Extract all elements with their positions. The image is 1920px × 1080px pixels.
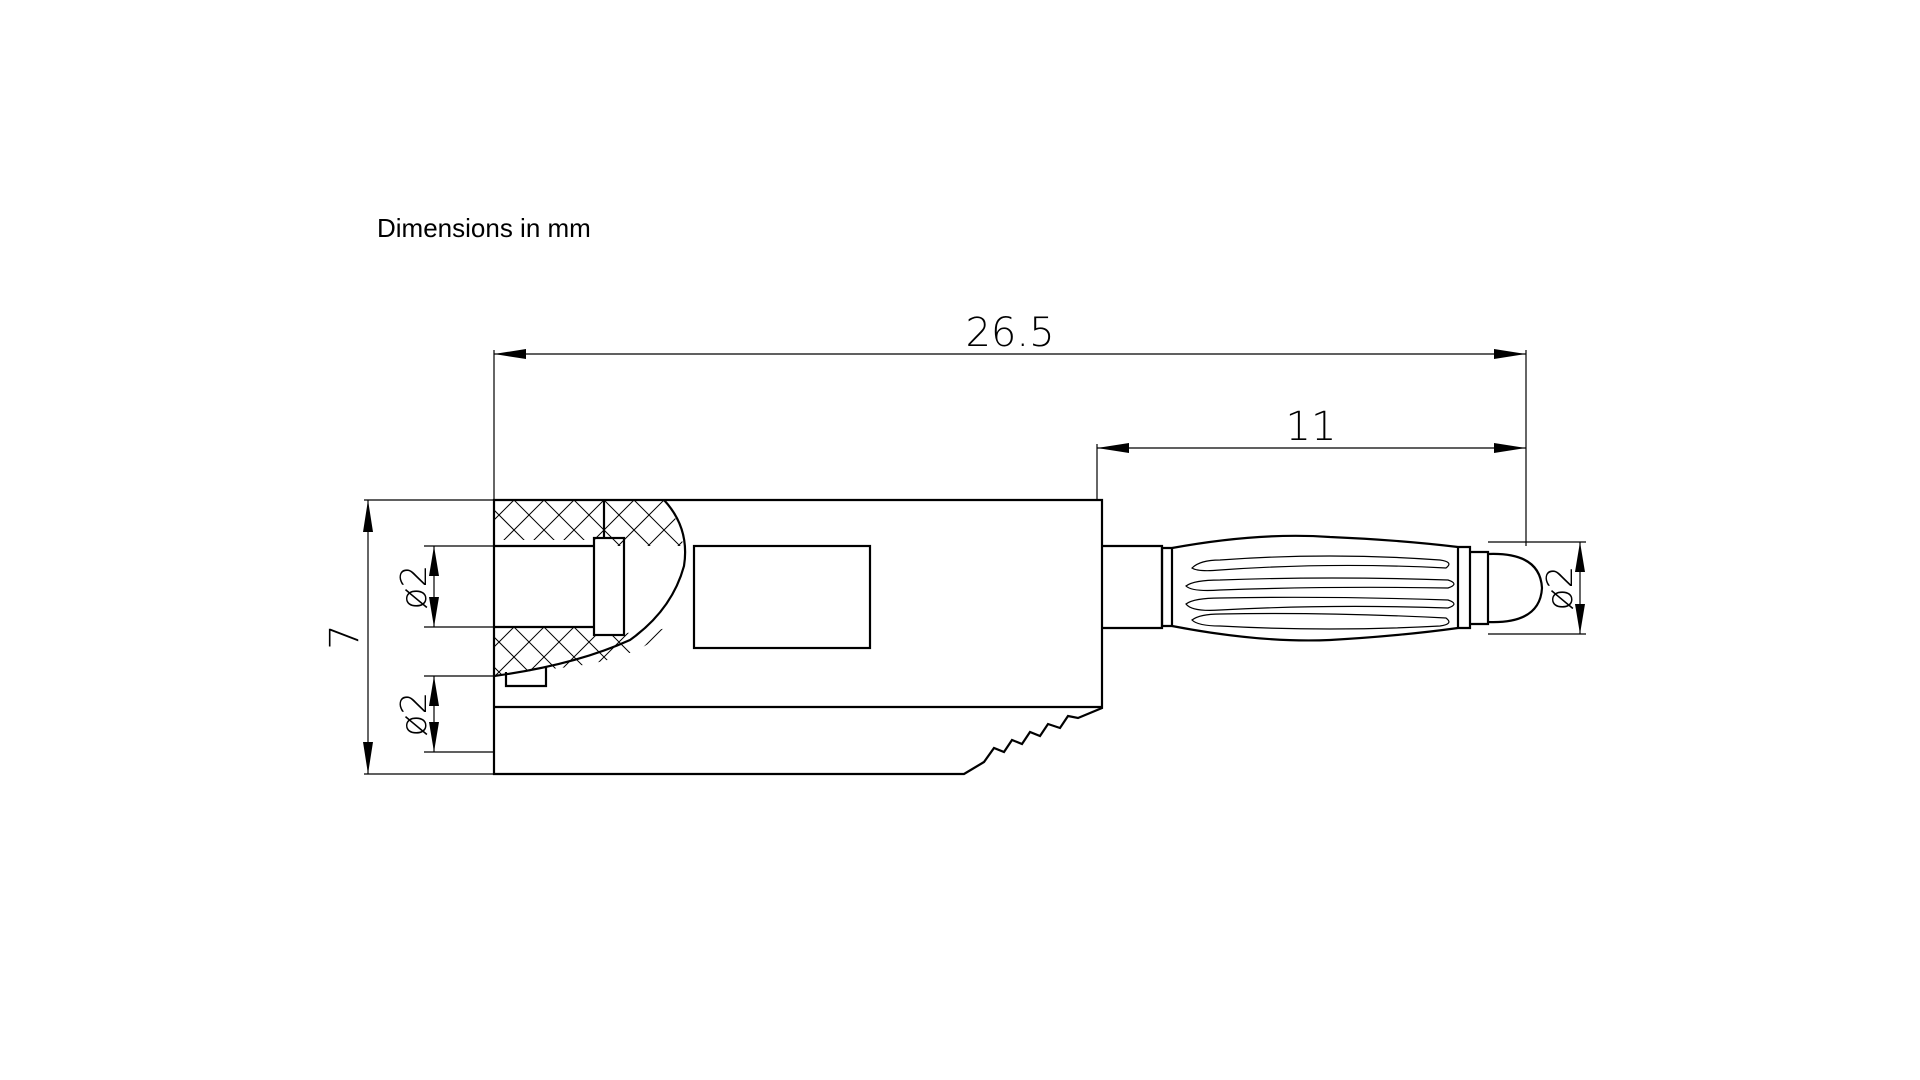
section-hatching [494,500,683,546]
dimension-label-bore-top: ø2 [394,565,435,610]
dimension-label-overall-length: 26.5 [965,310,1054,356]
dimension-bore-top: ø2 [394,545,494,628]
banana-pin [1102,534,1544,642]
dimension-pin-tip: ø2 [1488,541,1586,635]
dimension-label-pin-tip: ø2 [1540,566,1581,611]
dimension-overall-length: 26.5 [493,310,1527,546]
dimension-label-height: 7 [322,624,368,649]
dimension-label-bore-bottom: ø2 [394,692,435,737]
plug-body [492,498,1104,776]
dimension-bore-bottom: ø2 [394,675,494,753]
dimensions-caption: Dimensions in mm [377,213,591,243]
section-hatching-lower [494,627,665,675]
dimension-height: 7 [322,499,494,775]
dimension-pin-length: 11 [1096,404,1526,500]
dimension-label-pin-length: 11 [1286,404,1337,450]
